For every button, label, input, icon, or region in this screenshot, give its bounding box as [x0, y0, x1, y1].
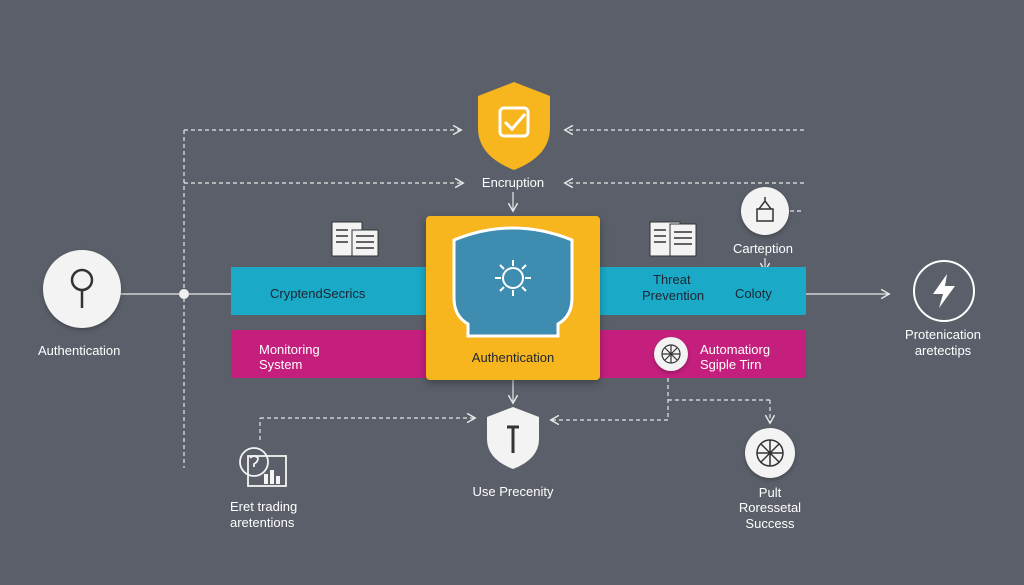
document-icon	[649, 221, 697, 257]
bar-threat	[596, 267, 806, 315]
label-threat: Threat	[653, 272, 691, 287]
label-pult: Pult	[758, 485, 782, 500]
key-icon	[70, 268, 94, 308]
bar-automatiorg	[596, 330, 806, 378]
label-success: Success	[745, 516, 795, 531]
bar-cryptend	[231, 267, 431, 315]
label-roressetal: Roressetal	[738, 500, 802, 515]
label-sgiple: Sgiple Tirn	[700, 357, 762, 372]
label-monitoring: Monitoring	[259, 342, 320, 357]
label-prevention: Prevention	[642, 288, 705, 303]
document-icon	[331, 221, 379, 257]
label-carteption: Carteption	[733, 241, 793, 256]
carteption-circle	[741, 187, 789, 235]
label-use-precenity: Use Precenity	[472, 484, 554, 499]
label-coloty: Coloty	[735, 286, 772, 301]
globe-circle-large	[745, 428, 795, 478]
globe-icon	[756, 439, 784, 467]
label-encryption: Encruption	[481, 175, 545, 190]
label-aretentions: aretentions	[230, 515, 295, 530]
globe-icon	[661, 344, 681, 364]
protenication-circle	[913, 260, 975, 322]
label-aretectips: aretectips	[914, 343, 972, 358]
globe-circle-small	[654, 337, 688, 371]
shield-check-icon	[478, 82, 550, 170]
label-authentication-left: Authentication	[38, 343, 121, 358]
question-chart-icon	[239, 447, 287, 487]
shield-gear-icon	[452, 226, 574, 338]
bar-monitoring	[231, 330, 431, 378]
label-system: System	[259, 357, 303, 372]
label-automatiorg: Automatiorg	[700, 342, 771, 357]
auth-circle	[43, 250, 121, 328]
label-protenication: Protenication	[905, 327, 981, 342]
label-cryptend: CryptendSecrics	[270, 286, 366, 301]
label-eret-trading: Eret trading	[230, 499, 298, 514]
shield-key-icon	[487, 407, 539, 469]
router-icon	[756, 197, 774, 222]
center-auth-card: Authentication	[426, 216, 600, 380]
lightning-icon	[933, 274, 955, 308]
center-auth-label: Authentication	[471, 350, 555, 365]
